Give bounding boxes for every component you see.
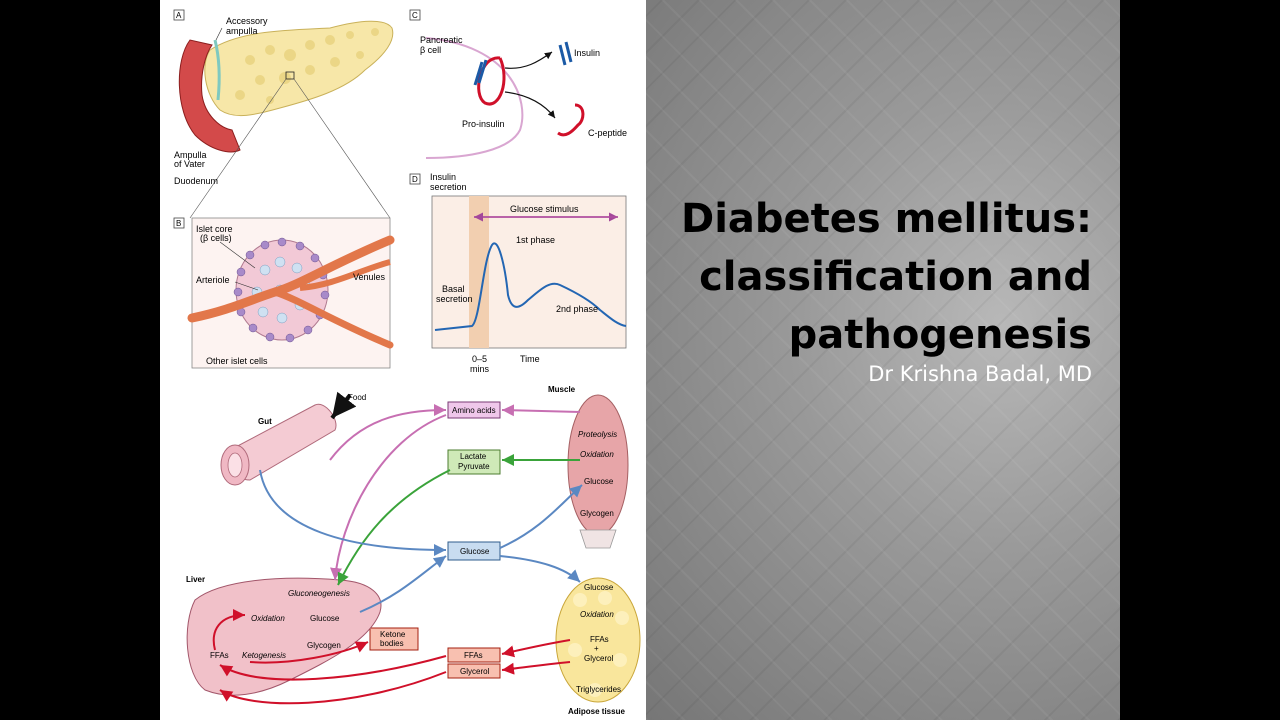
figure-label: Oxidation (580, 610, 614, 619)
figure-label: FFAs (590, 635, 609, 644)
slide-title: Diabetes mellitus: classification and pa… (632, 190, 1092, 364)
figure-label: Oxidation (580, 450, 614, 459)
figure-label: secretion (436, 294, 473, 304)
figure-label: Adipose tissue (568, 707, 625, 716)
figure-label: D (412, 175, 418, 184)
panel-a-tag: A (176, 11, 182, 20)
slide-background (646, 0, 1120, 720)
figure-label: Gluconeogenesis (288, 589, 350, 598)
figure-label: secretion (430, 182, 467, 192)
figure-label: Lactate (460, 452, 487, 461)
figure-label: Glycerol (584, 654, 614, 663)
figure-label: Proteolysis (578, 430, 617, 439)
figure-label: Oxidation (251, 614, 285, 623)
panel-c: C Pancreatic β cell Insulin C-peptide Pr… (409, 9, 627, 159)
figure-label: Glucose (584, 477, 614, 486)
figure-label: Ketone (380, 630, 406, 639)
figure-label: of Vater (174, 159, 205, 169)
figure-label: Food (348, 393, 366, 402)
pancreas-shape (204, 20, 394, 117)
figure-label: Pro-insulin (462, 119, 505, 129)
figure-label: ampulla (226, 26, 258, 36)
figure-label: Insulin (430, 172, 456, 182)
figure-label: Triglycerides (576, 685, 621, 694)
figure-label: Ketogenesis (242, 651, 286, 660)
panel-b: B Islet core (β cells) Arteriole Venules… (173, 217, 395, 369)
letterbox-right (1120, 0, 1280, 720)
figure-label: C (412, 11, 418, 20)
figure-label: Glucose (310, 614, 340, 623)
figure-label: B (176, 219, 181, 228)
lactate-pyruvate-box (447, 449, 501, 475)
figure-label: Gut (258, 417, 272, 426)
figure-label: Glycogen (307, 641, 341, 650)
figure-label: FFAs (210, 651, 229, 660)
figure-label: mins (470, 364, 490, 374)
title-line-3: pathogenesis (788, 312, 1092, 358)
figure-label: Glycerol (460, 667, 490, 676)
figure-label: Glucose (584, 583, 614, 592)
figure-label: Insulin (574, 48, 600, 58)
ffas-box (447, 647, 501, 663)
figure-label: Time (520, 354, 540, 364)
adipose-shape (555, 577, 641, 703)
figure-label: Basal (442, 284, 465, 294)
letterbox-left (0, 0, 160, 720)
figure-label: Amino acids (452, 406, 496, 415)
panel-d: D Insulin secretion Glucose stimulus 1st… (409, 172, 627, 374)
figure-label: Venules (353, 272, 386, 282)
glucose-box (447, 541, 501, 561)
slide-subtitle-author: Dr Krishna Badal, MD (868, 362, 1092, 386)
liver-shape (186, 577, 382, 696)
figure-label: Glucose (460, 547, 490, 556)
figure-label: Other islet cells (206, 356, 268, 366)
ketone-bodies-box (369, 627, 419, 651)
figure-label: Muscle (548, 385, 576, 394)
figure-label: Liver (186, 575, 205, 584)
figure-label: β cell (420, 45, 441, 55)
figure-label: Accessory (226, 16, 268, 26)
figure-label: Pyruvate (458, 462, 490, 471)
figure-label: Glucose stimulus (510, 204, 579, 214)
insulin-plot-frame (431, 195, 627, 349)
metabolism-diagram: Food Gut Muscle Proteolysis Oxidation Gl… (186, 385, 641, 716)
title-line-1: Diabetes mellitus: (681, 196, 1092, 242)
figure-label: + (594, 644, 599, 653)
figure-label: Pancreatic (420, 35, 463, 45)
amino-acids-box (447, 401, 501, 419)
figure-label: bodies (380, 639, 404, 648)
glycerol-box (447, 663, 501, 679)
title-line-2: classification and (699, 254, 1092, 300)
figure-label: C-peptide (588, 128, 627, 138)
panel-a: A Accessory ampulla Ampulla of Vater Duo… (173, 9, 394, 219)
figure-label: 0–5 (472, 354, 487, 364)
figure-label: Islet core (196, 224, 233, 234)
figure-label: 2nd phase (556, 304, 598, 314)
figure-label: Glycogen (580, 509, 614, 518)
figure-label: FFAs (464, 651, 483, 660)
figure-label: Duodenum (174, 176, 218, 186)
figure-label: (β cells) (200, 233, 232, 243)
duodenum-shape (178, 39, 241, 153)
figure-label: Ampulla (174, 150, 207, 160)
figure-label: 1st phase (516, 235, 555, 245)
figure-label: Arteriole (196, 275, 230, 285)
figure-svg: A Accessory ampulla Ampulla of Vater Duo… (173, 9, 641, 716)
medical-figure: A Accessory ampulla Ampulla of Vater Duo… (160, 0, 646, 720)
